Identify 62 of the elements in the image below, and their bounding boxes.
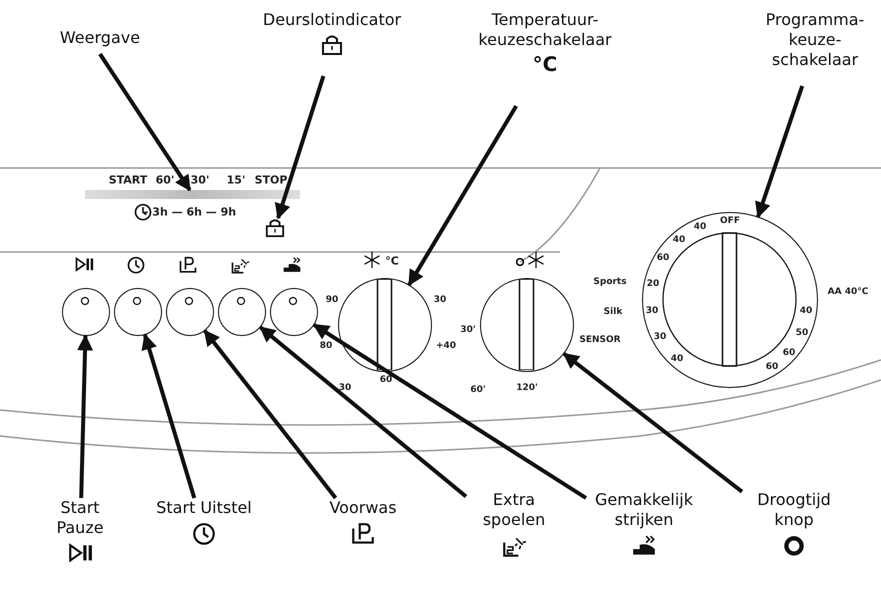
callout-text: Gemakkelijk strijken xyxy=(594,490,694,530)
leader-arrow xyxy=(274,75,326,220)
dial-number: 30 xyxy=(654,332,666,342)
dial-number: +40 xyxy=(436,341,456,351)
dial-number: OFF xyxy=(720,216,740,226)
dial-number: 40 xyxy=(800,306,812,316)
panel-text: START xyxy=(108,174,148,186)
dial-number: 80 xyxy=(320,341,332,351)
callout-text: Weergave xyxy=(60,28,140,48)
leader-arrow xyxy=(312,323,588,500)
leader-arrow xyxy=(203,330,338,500)
panel-text: °C xyxy=(385,254,399,268)
dial-number: 30 xyxy=(434,295,446,305)
dial-number: AA 40°C xyxy=(828,287,868,297)
dial-number: SENSOR xyxy=(579,335,621,345)
leader-arrow xyxy=(259,326,468,498)
selector-dial xyxy=(480,278,574,372)
dial-number: Silk xyxy=(604,307,622,317)
leader-arrow xyxy=(77,334,94,498)
round-button xyxy=(62,288,110,336)
dial-number: 40 xyxy=(670,354,684,364)
selector-dial xyxy=(338,278,432,372)
callout-text: Programma- keuze- schakelaar xyxy=(764,10,866,70)
callout-text: Voorwas xyxy=(329,498,397,518)
callout-text: Deurslotindicator xyxy=(262,10,402,30)
display-bar xyxy=(85,190,300,199)
panel-text: 60' xyxy=(156,174,174,186)
callout-text: Extra spoelen xyxy=(482,490,546,530)
leader-arrow xyxy=(98,52,192,192)
dial-number: Sports xyxy=(593,277,627,287)
dial-number: 120' xyxy=(516,383,538,393)
program-dial xyxy=(642,212,818,388)
dial-number: 40 xyxy=(694,222,706,232)
dial-number: 40 xyxy=(672,235,686,245)
dial-number: 60 xyxy=(766,362,778,372)
dial-number: 30 xyxy=(646,306,658,316)
leader-arrow xyxy=(142,333,196,499)
leader-arrow xyxy=(755,85,804,218)
panel-text: 30' xyxy=(190,174,210,186)
round-button xyxy=(166,288,214,336)
unit-symbol: °C xyxy=(532,54,558,74)
dial-number: 30' xyxy=(460,325,476,335)
panel-text: STOP xyxy=(254,174,288,186)
dial-number: 60 xyxy=(656,253,670,263)
round-button xyxy=(270,288,318,336)
leader-arrow xyxy=(407,104,518,286)
callout-text: Temperatuur- keuzeschakelaar xyxy=(477,10,613,50)
panel-text: 15' xyxy=(226,174,246,186)
dial-number: 50 xyxy=(796,328,808,338)
dial-number: 60 xyxy=(380,375,392,385)
callout-text: Start Pauze xyxy=(55,498,105,538)
dial-number: 90 xyxy=(326,295,338,305)
dial-number: 20 xyxy=(646,279,660,289)
dial-number: 60 xyxy=(782,348,796,358)
callout-text: Droogtijd knop xyxy=(756,490,832,530)
panel-text: - 3h — 6h — 9h xyxy=(144,206,236,218)
dial-number: 60' xyxy=(470,385,486,395)
round-button xyxy=(114,288,162,336)
leader-arrow xyxy=(562,352,744,494)
dial-number: 30 xyxy=(338,383,352,393)
round-button xyxy=(218,288,266,336)
callout-text: Start Uitstel xyxy=(156,498,252,518)
